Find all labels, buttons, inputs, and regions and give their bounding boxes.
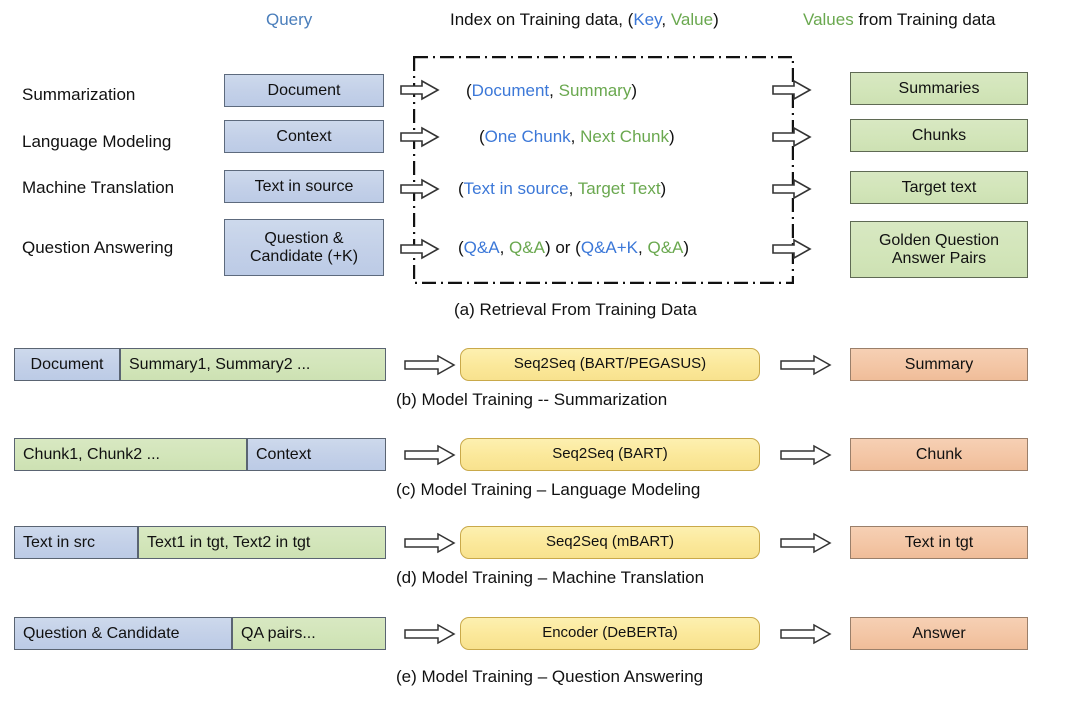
result-box-target-text[interactable]: Target text bbox=[850, 171, 1028, 204]
input-segment-right-c[interactable]: Context bbox=[247, 438, 386, 471]
pair-value: Next Chunk bbox=[580, 127, 669, 146]
training-input-bar-c: Chunk1, Chunk2 ... Context bbox=[14, 438, 386, 471]
model-box-b[interactable]: Seq2Seq (BART/PEGASUS) bbox=[460, 348, 760, 381]
query-box-line-2: Candidate (+K) bbox=[249, 247, 359, 265]
query-box-question-answering[interactable]: Question & Candidate (+K) bbox=[224, 219, 384, 276]
task-label-language-modeling: Language Modeling bbox=[22, 132, 172, 151]
header-index-sep: , bbox=[661, 10, 671, 29]
retrieval-dashed-region bbox=[413, 56, 794, 284]
model-box-d[interactable]: Seq2Seq (mBART) bbox=[460, 526, 760, 559]
caption-e: (e) Model Training – Question Answering bbox=[396, 667, 704, 686]
result-box-line-2: Answer Pairs bbox=[891, 249, 987, 267]
caption-c: (c) Model Training – Language Modeling bbox=[396, 480, 701, 499]
paren-open: ( bbox=[479, 127, 485, 146]
header-query: Query bbox=[266, 10, 313, 29]
query-box-language-modeling[interactable]: Context bbox=[224, 120, 384, 153]
arrow-right-icon bbox=[780, 623, 832, 645]
task-label-summarization: Summarization bbox=[22, 85, 136, 104]
input-segment-right-b[interactable]: Summary1, Summary2 ... bbox=[120, 348, 386, 381]
model-box-e[interactable]: Encoder (DeBERTa) bbox=[460, 617, 760, 650]
pair-sep: , bbox=[570, 127, 581, 146]
output-box-b[interactable]: Summary bbox=[850, 348, 1028, 381]
result-box-line-1: Golden Question bbox=[878, 231, 1000, 249]
pair-conjunction: or bbox=[550, 238, 576, 257]
pair-value: Target Text bbox=[577, 179, 661, 198]
training-input-bar-d: Text in src Text1 in tgt, Text2 in tgt bbox=[14, 526, 386, 559]
pair-key: Q&A bbox=[463, 238, 500, 257]
paren-open: ( bbox=[458, 179, 464, 198]
result-box-golden-qa-pairs[interactable]: Golden Question Answer Pairs bbox=[850, 221, 1028, 278]
paren-close: ) bbox=[660, 179, 667, 198]
paren-close: ) bbox=[544, 238, 551, 257]
arrow-right-icon bbox=[400, 238, 440, 260]
arrow-right-icon bbox=[400, 126, 440, 148]
pair-key: One Chunk bbox=[484, 127, 571, 146]
paren-open: ( bbox=[458, 238, 464, 257]
output-box-c[interactable]: Chunk bbox=[850, 438, 1028, 471]
header-index-value: Value bbox=[670, 10, 714, 29]
header-index-suffix: ) bbox=[713, 10, 719, 29]
arrow-right-icon bbox=[772, 178, 812, 200]
arrow-right-icon bbox=[404, 444, 456, 466]
arrow-right-icon bbox=[404, 354, 456, 376]
pair-key-2: Q&A+K bbox=[580, 238, 639, 257]
pair-value: Summary bbox=[558, 81, 632, 100]
task-label-machine-translation: Machine Translation bbox=[22, 178, 175, 197]
header-values: Values from Training data bbox=[803, 10, 995, 30]
paren-close: ) bbox=[631, 81, 638, 100]
paren-open-2: ( bbox=[575, 238, 581, 257]
header-values-rest: from Training data bbox=[853, 10, 996, 29]
input-segment-left-b[interactable]: Document bbox=[14, 348, 120, 381]
query-box-machine-translation[interactable]: Text in source bbox=[224, 170, 384, 203]
input-segment-left-c[interactable]: Chunk1, Chunk2 ... bbox=[14, 438, 247, 471]
query-box-summarization[interactable]: Document bbox=[224, 74, 384, 107]
training-input-bar-b: Document Summary1, Summary2 ... bbox=[14, 348, 386, 381]
pair-value: Q&A bbox=[509, 238, 545, 257]
input-segment-left-e[interactable]: Question & Candidate bbox=[14, 617, 232, 650]
arrow-right-icon bbox=[780, 354, 832, 376]
pair-sep: , bbox=[549, 81, 559, 100]
pair-key: Document bbox=[471, 81, 550, 100]
pair-sep: , bbox=[568, 179, 578, 198]
arrow-right-icon bbox=[404, 623, 456, 645]
paren-close-2: ) bbox=[683, 238, 690, 257]
input-segment-right-d[interactable]: Text1 in tgt, Text2 in tgt bbox=[138, 526, 386, 559]
header-values-word: Values bbox=[803, 10, 854, 29]
arrow-right-icon bbox=[780, 532, 832, 554]
arrow-right-icon bbox=[400, 178, 440, 200]
caption-b: (b) Model Training -- Summarization bbox=[396, 390, 668, 409]
arrow-right-icon bbox=[772, 238, 812, 260]
pair-text-machine-translation: (Text in source, Target Text) bbox=[458, 179, 666, 199]
input-segment-left-d[interactable]: Text in src bbox=[14, 526, 138, 559]
pair-text-question-answering: (Q&A, Q&A) or (Q&A+K, Q&A) bbox=[458, 238, 689, 258]
output-box-e[interactable]: Answer bbox=[850, 617, 1028, 650]
arrow-right-icon bbox=[780, 444, 832, 466]
output-box-d[interactable]: Text in tgt bbox=[850, 526, 1028, 559]
header-index-prefix: Index on Training data, ( bbox=[450, 10, 634, 29]
caption-a: (a) Retrieval From Training Data bbox=[454, 300, 697, 319]
training-input-bar-e: Question & Candidate QA pairs... bbox=[14, 617, 386, 650]
pair-text-language-modeling: (One Chunk, Next Chunk) bbox=[479, 127, 675, 147]
pair-text-summarization: (Document, Summary) bbox=[466, 81, 637, 101]
arrow-right-icon bbox=[400, 79, 440, 101]
pair-sep-2: , bbox=[638, 238, 648, 257]
paren-close: ) bbox=[668, 127, 675, 146]
query-box-line-1: Question & bbox=[264, 229, 344, 247]
header-index: Index on Training data, (Key, Value) bbox=[450, 10, 719, 30]
arrow-right-icon bbox=[772, 79, 812, 101]
model-box-c[interactable]: Seq2Seq (BART) bbox=[460, 438, 760, 471]
pair-sep: , bbox=[499, 238, 510, 257]
input-segment-right-e[interactable]: QA pairs... bbox=[232, 617, 386, 650]
header-index-key: Key bbox=[633, 10, 662, 29]
result-box-summaries[interactable]: Summaries bbox=[850, 72, 1028, 105]
pair-value-2: Q&A bbox=[647, 238, 684, 257]
caption-d: (d) Model Training – Machine Translation bbox=[396, 568, 705, 587]
pair-key: Text in source bbox=[463, 179, 569, 198]
arrow-right-icon bbox=[404, 532, 456, 554]
task-label-question-answering: Question Answering bbox=[22, 238, 174, 257]
arrow-right-icon bbox=[772, 126, 812, 148]
result-box-chunks[interactable]: Chunks bbox=[850, 119, 1028, 152]
paren-open: ( bbox=[466, 81, 472, 100]
